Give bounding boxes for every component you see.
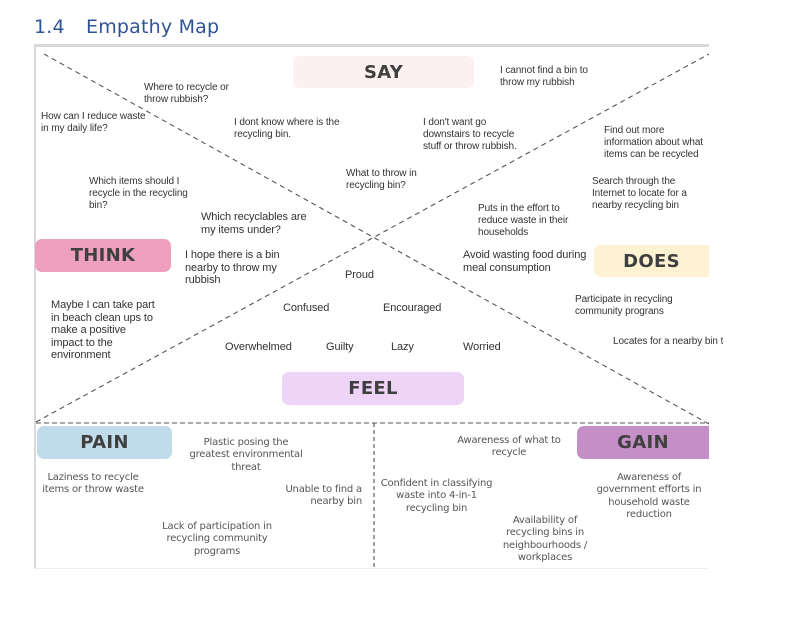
feel-label: FEEL <box>282 372 464 405</box>
feel-item: Confused <box>283 302 330 314</box>
gain-label-text: GAIN <box>617 432 669 453</box>
think-item: Maybe I can take part in beach clean ups… <box>51 299 155 361</box>
think-item: I hope there is a bin nearby to throw my… <box>185 249 280 286</box>
say-item: I don't want go downstairs to recycle st… <box>423 117 517 152</box>
frame-border-top <box>34 44 709 47</box>
pain-label-text: PAIN <box>80 432 129 453</box>
section-number: 1.4 <box>34 16 65 38</box>
does-item: Find out more information about what ite… <box>604 125 703 160</box>
does-item: Locates for a nearby bin to throw rubbis… <box>613 336 723 347</box>
gain-item: Availability of recycling bins in neighb… <box>502 515 588 563</box>
think-item: Which items should I recycle in the recy… <box>89 176 188 211</box>
frame-border-left <box>34 44 36 569</box>
think-item: Which recyclables are my items under? <box>201 211 307 236</box>
pain-label: PAIN <box>37 426 172 459</box>
diagonal-divider-up <box>35 53 709 423</box>
does-item: Avoid wasting food during meal consumpti… <box>463 249 587 274</box>
feel-item: Lazy <box>391 341 414 353</box>
does-item: Participate in recycling community progr… <box>575 294 673 317</box>
section-heading: 1.4 Empathy Map <box>34 16 219 38</box>
gain-item: Confident in classifying waste into 4-in… <box>380 478 493 514</box>
say-item: How can I reduce waste in my daily life? <box>41 111 146 134</box>
pain-item: Lack of participation in recycling commu… <box>162 521 272 557</box>
empathy-map: SAY Where to recycle or throw rubbish? H… <box>34 44 723 569</box>
gain-item: Awareness of what to recycle <box>457 435 561 459</box>
diagonal-divider-down <box>43 53 709 425</box>
feel-label-text: FEEL <box>348 378 398 399</box>
section-title: Empathy Map <box>86 16 220 38</box>
divider-lines <box>35 53 709 569</box>
say-item: I cannot find a bin to throw my rubbish <box>500 65 588 88</box>
gain-item: Awareness of government efforts in house… <box>596 472 702 520</box>
does-item: Search through the Internet to locate fo… <box>592 176 687 211</box>
feel-item: Worried <box>463 341 501 353</box>
feel-item: Proud <box>345 269 374 281</box>
does-item: Puts in the effort to reduce waste in th… <box>478 203 569 238</box>
frame-border-bottom <box>34 568 709 569</box>
think-label: THINK <box>35 239 171 272</box>
does-label-text: DOES <box>623 250 680 272</box>
feel-item: Overwhelmed <box>225 341 292 353</box>
say-item: What to throw in recycling bin? <box>346 168 417 191</box>
feel-item: Encouraged <box>383 302 442 314</box>
say-item: Where to recycle or throw rubbish? <box>144 82 229 105</box>
say-item: I dont know where is the recycling bin. <box>234 117 340 140</box>
pain-item: Laziness to recycle items or throw waste <box>42 472 144 496</box>
gain-label: GAIN <box>577 426 709 459</box>
think-label-text: THINK <box>70 245 136 266</box>
pain-item: Unable to find a nearby bin <box>285 484 362 508</box>
does-label: DOES <box>594 245 709 277</box>
say-label: SAY <box>293 56 474 88</box>
feel-item: Guilty <box>326 341 354 353</box>
pain-item: Plastic posing the greatest environmenta… <box>189 437 303 473</box>
say-label-text: SAY <box>363 61 404 83</box>
